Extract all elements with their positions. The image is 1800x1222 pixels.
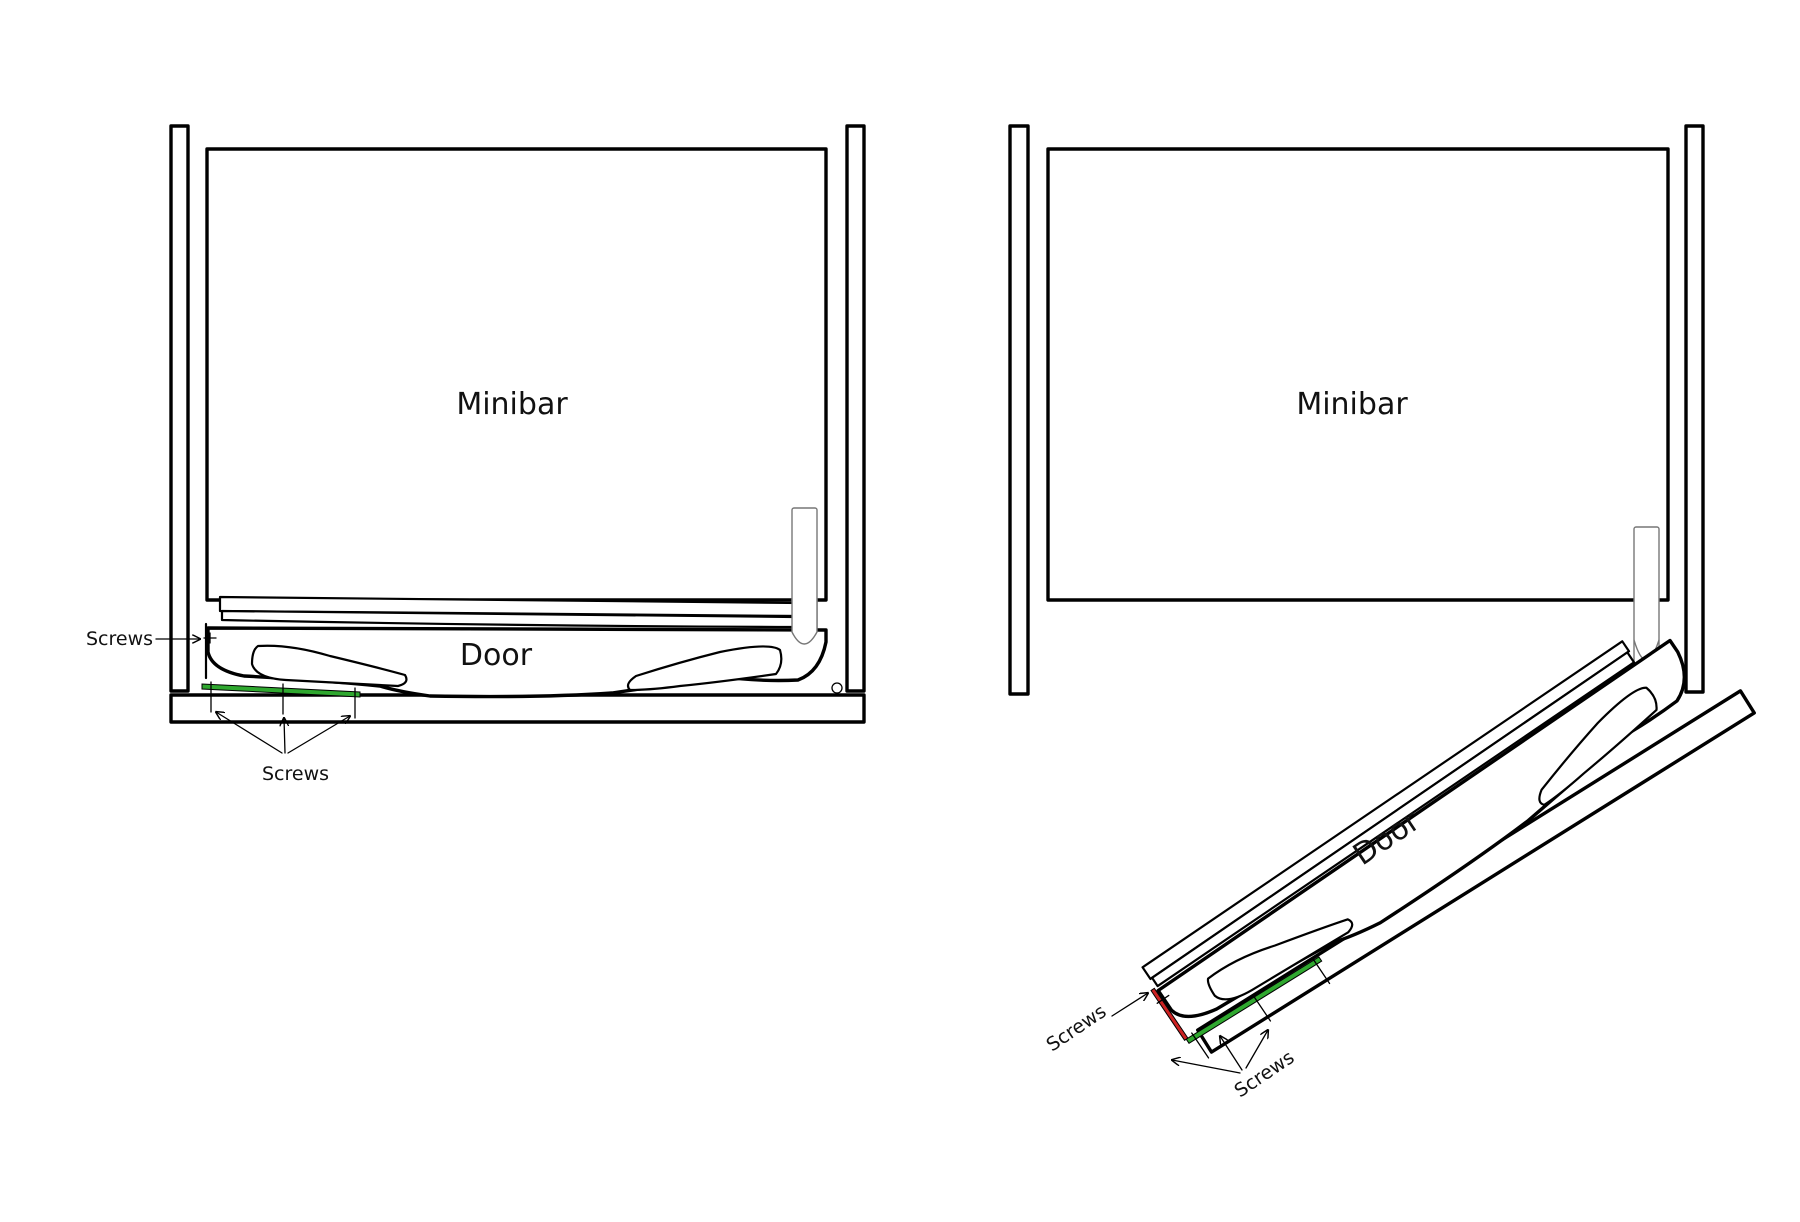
left-view: Minibar Door Screws Screws (86, 124, 866, 785)
right-side-screw (1156, 994, 1170, 1004)
right-side-screws-label: Screws (1042, 1000, 1110, 1056)
left-bottom-bracket (201, 683, 361, 698)
left-door-label: Door (460, 638, 533, 673)
right-cabinet-wall-left (1008, 124, 1030, 696)
left-cabinet-floor (169, 693, 866, 724)
left-door-grip-left (250, 644, 408, 688)
right-side-screws-arrow (1111, 993, 1148, 1017)
left-bottom-screws-label: Screws (262, 763, 329, 785)
left-hinge-dot (831, 682, 843, 694)
right-bottom-screws-label: Screws (1230, 1046, 1298, 1102)
right-door-grip-left (1206, 918, 1354, 1001)
right-bottom-screws-arrow-1 (1172, 1060, 1241, 1074)
left-cabinet-wall-right (845, 124, 866, 693)
left-door-grip-right (626, 645, 783, 692)
right-bottom-screws-arrow-2 (1220, 1036, 1243, 1071)
left-minibar-box (205, 147, 828, 602)
left-hinge-pin-lower (791, 598, 818, 645)
right-bottom-screws-arrow-3 (1245, 1030, 1268, 1069)
right-minibar-label: Minibar (1296, 387, 1408, 422)
right-door-gasket-2 (1150, 651, 1636, 988)
right-bottom-screw-1 (1191, 1032, 1210, 1059)
right-view: Minibar Door Screws Screws (1008, 124, 1756, 1102)
left-bottom-screws-arrow-2 (284, 718, 285, 754)
left-cabinet-wall-left (169, 124, 190, 693)
right-door-gasket (1141, 640, 1631, 981)
left-bottom-screws-arrow-3 (287, 716, 350, 754)
right-cabinet-wall-right (1684, 124, 1705, 694)
left-side-screws-label: Screws (86, 628, 153, 650)
right-minibar-box (1046, 147, 1670, 602)
right-bottom-bracket (1185, 956, 1323, 1045)
left-door-gasket-2 (220, 609, 796, 629)
right-bottom-screw-3 (1312, 957, 1331, 985)
left-bottom-screws-arrow-1 (216, 712, 283, 754)
right-bottom-screw-2 (1253, 995, 1272, 1022)
left-side-screw (203, 632, 217, 644)
left-minibar-label: Minibar (456, 387, 568, 422)
right-door-grip-right (1538, 686, 1658, 806)
